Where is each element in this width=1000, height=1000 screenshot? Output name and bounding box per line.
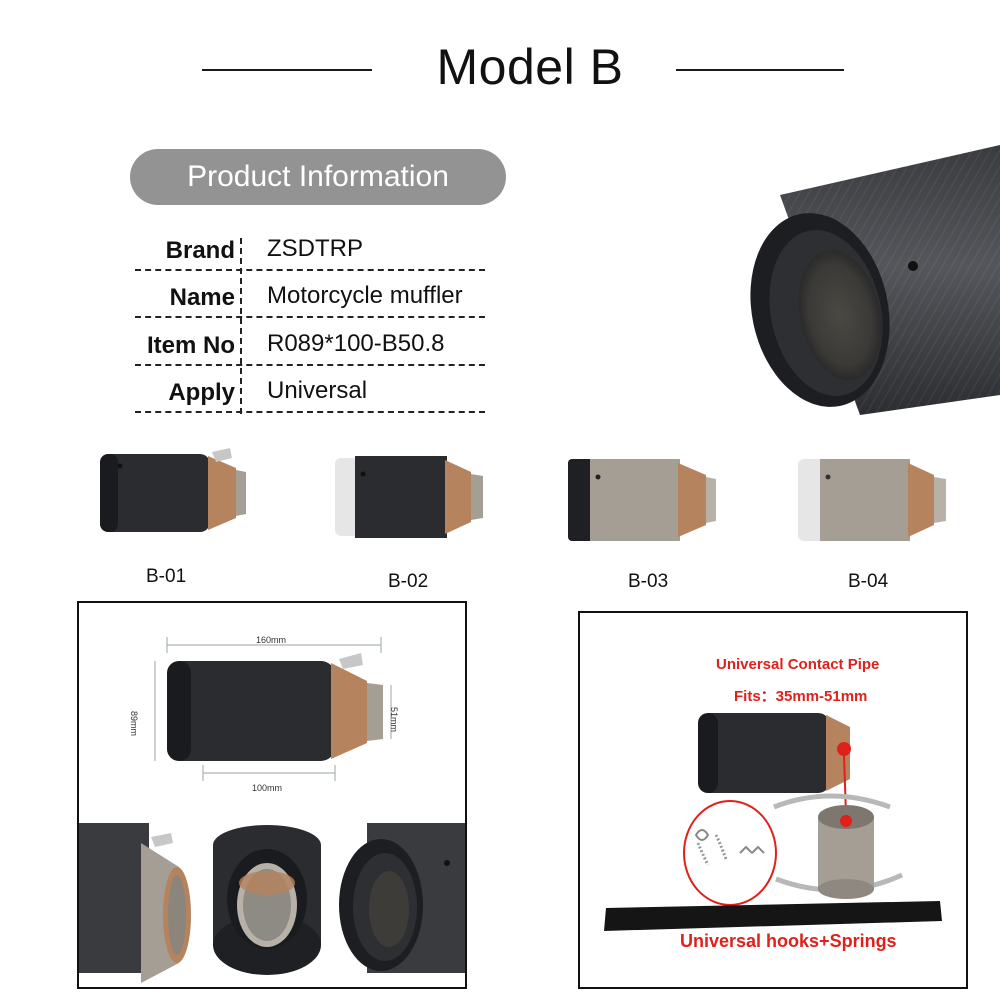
spec-value: Motorcycle muffler <box>267 282 463 309</box>
spec-label: Name <box>169 284 235 311</box>
view-front-mesh-image <box>213 825 321 975</box>
contact-pipe-illustration <box>604 713 942 931</box>
spec-value: Universal <box>267 377 368 404</box>
header-rule-left <box>202 69 372 71</box>
spec-row-rule <box>135 411 485 413</box>
product-information-pill: Product Information <box>130 149 506 205</box>
variant-b03-caption: B-03 <box>628 571 669 592</box>
dimension-body-length-label: 100mm <box>252 783 283 793</box>
spec-row-item-no: Item No R089*100-B50.8 <box>135 320 485 366</box>
spec-column-divider <box>240 238 242 414</box>
dimensions-panel: 160mm 100mm 89mm 51mm <box>77 601 467 989</box>
spec-row-apply: Apply Universal <box>135 367 485 413</box>
contact-pipe-panel: Universal Contact Pipe Fits：35mm-51mm Un… <box>578 611 968 989</box>
hero-muffler-photo <box>750 145 1000 415</box>
spec-value: ZSDTRP <box>267 235 363 262</box>
page-title: Model B <box>436 39 624 95</box>
dimension-diagram <box>154 637 392 781</box>
variant-b01-image <box>100 448 246 532</box>
dimension-inlet-diameter-label: 51mm <box>389 707 399 733</box>
spec-row-brand: Brand ZSDTRP <box>135 225 485 271</box>
variant-b04-image <box>798 459 946 541</box>
spec-row-rule <box>135 269 485 271</box>
contact-pipe-accessories-caption: Universal hooks+Springs <box>680 931 897 951</box>
spec-row-name: Name Motorcycle muffler <box>135 272 485 318</box>
spec-label: Item No <box>146 332 235 359</box>
view-inlet-side-image <box>79 823 191 983</box>
dimension-outer-diameter-label: 89mm <box>129 711 139 737</box>
variant-b03-image <box>568 459 716 541</box>
spec-row-rule <box>135 364 485 366</box>
spec-label: Apply <box>168 379 235 406</box>
variant-b02-image <box>335 456 483 538</box>
variant-b02-caption: B-02 <box>388 571 429 592</box>
view-outlet-side-image <box>339 823 465 973</box>
spec-value: R089*100-B50.8 <box>267 330 445 357</box>
contact-pipe-title: Universal Contact Pipe <box>716 656 880 673</box>
spec-row-rule <box>135 316 485 318</box>
contact-pipe-fits: Fits：35mm-51mm <box>734 688 868 705</box>
variant-b01-caption: B-01 <box>146 566 187 587</box>
dimension-length-label: 160mm <box>256 635 287 645</box>
header-rule-right <box>676 69 844 71</box>
spec-label: Brand <box>165 237 235 264</box>
variant-b04-caption: B-04 <box>848 571 889 592</box>
